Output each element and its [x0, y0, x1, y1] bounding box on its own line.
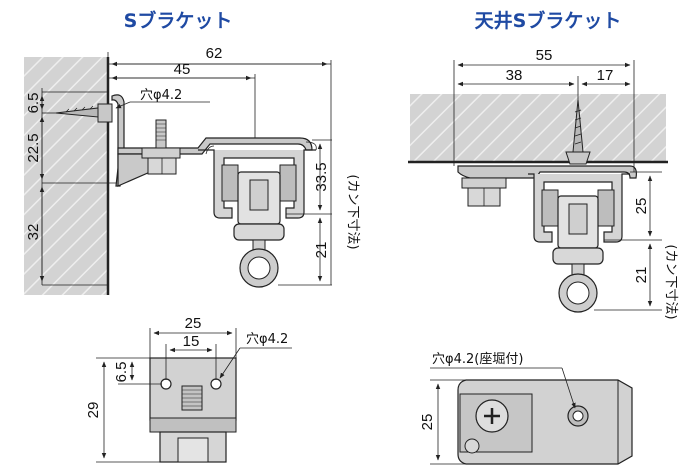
wood-screw-left [55, 103, 113, 123]
dim-21-left: 21 [313, 242, 330, 259]
runner-left [221, 164, 297, 288]
bolt-nut-left [141, 119, 181, 175]
dim-45: 45 [174, 61, 191, 78]
wall [24, 57, 108, 295]
dim-6-5-left: 6.5 [25, 93, 42, 114]
hole-label-top: 穴φ4.2(座堀付) [432, 352, 523, 367]
bracket-foot [117, 153, 151, 187]
dim-29: 29 [85, 402, 102, 419]
left-dimensions [39, 52, 332, 286]
top-dimensions [430, 367, 576, 465]
dim-25-front: 25 [185, 315, 202, 332]
dim-32: 32 [25, 224, 42, 241]
right-view: 55 38 17 25 21 (カン下寸法) [408, 47, 678, 320]
right-dimensions [453, 60, 662, 311]
left-title: Sブラケット [124, 9, 233, 32]
dim-55: 55 [536, 47, 553, 64]
dim-22-5: 22.5 [25, 133, 42, 162]
dim-6-5-front: 6.5 [113, 362, 130, 383]
dim-33-5: 33.5 [313, 162, 330, 191]
left-view: 62 45 穴φ4.2 6.5 22.5 32 33.5 21 (カン下寸法) [24, 45, 360, 295]
ceiling [410, 94, 666, 162]
dim-38: 38 [506, 67, 523, 84]
rail-right [528, 173, 630, 243]
dim-25-right: 25 [633, 198, 650, 215]
front-view: 25 15 6.5 29 穴φ4.2 [85, 315, 292, 463]
dim-17: 17 [597, 67, 614, 84]
kan-label-left: (カン下寸法) [345, 174, 360, 249]
top-view: 25 穴φ4.2(座堀付) [419, 352, 633, 465]
hole-label-front: 穴φ4.2 [246, 332, 288, 347]
bolt-nut-right [461, 177, 507, 207]
dim-21-right: 21 [633, 267, 650, 284]
dim-62: 62 [206, 45, 223, 62]
dim-15: 15 [183, 333, 200, 350]
front-hole-right [210, 378, 222, 390]
ceiling-bracket-plate [457, 165, 637, 179]
runner-right [541, 189, 615, 313]
dim-25-top: 25 [419, 414, 436, 431]
kan-label-right: (カン下寸法) [663, 244, 678, 319]
front-hole-left [160, 378, 172, 390]
front-dimensions [96, 328, 292, 463]
wood-screw-right [565, 99, 591, 165]
hole-label-left: 穴φ4.2 [140, 88, 182, 103]
right-title: 天井Sブラケット [475, 9, 622, 32]
